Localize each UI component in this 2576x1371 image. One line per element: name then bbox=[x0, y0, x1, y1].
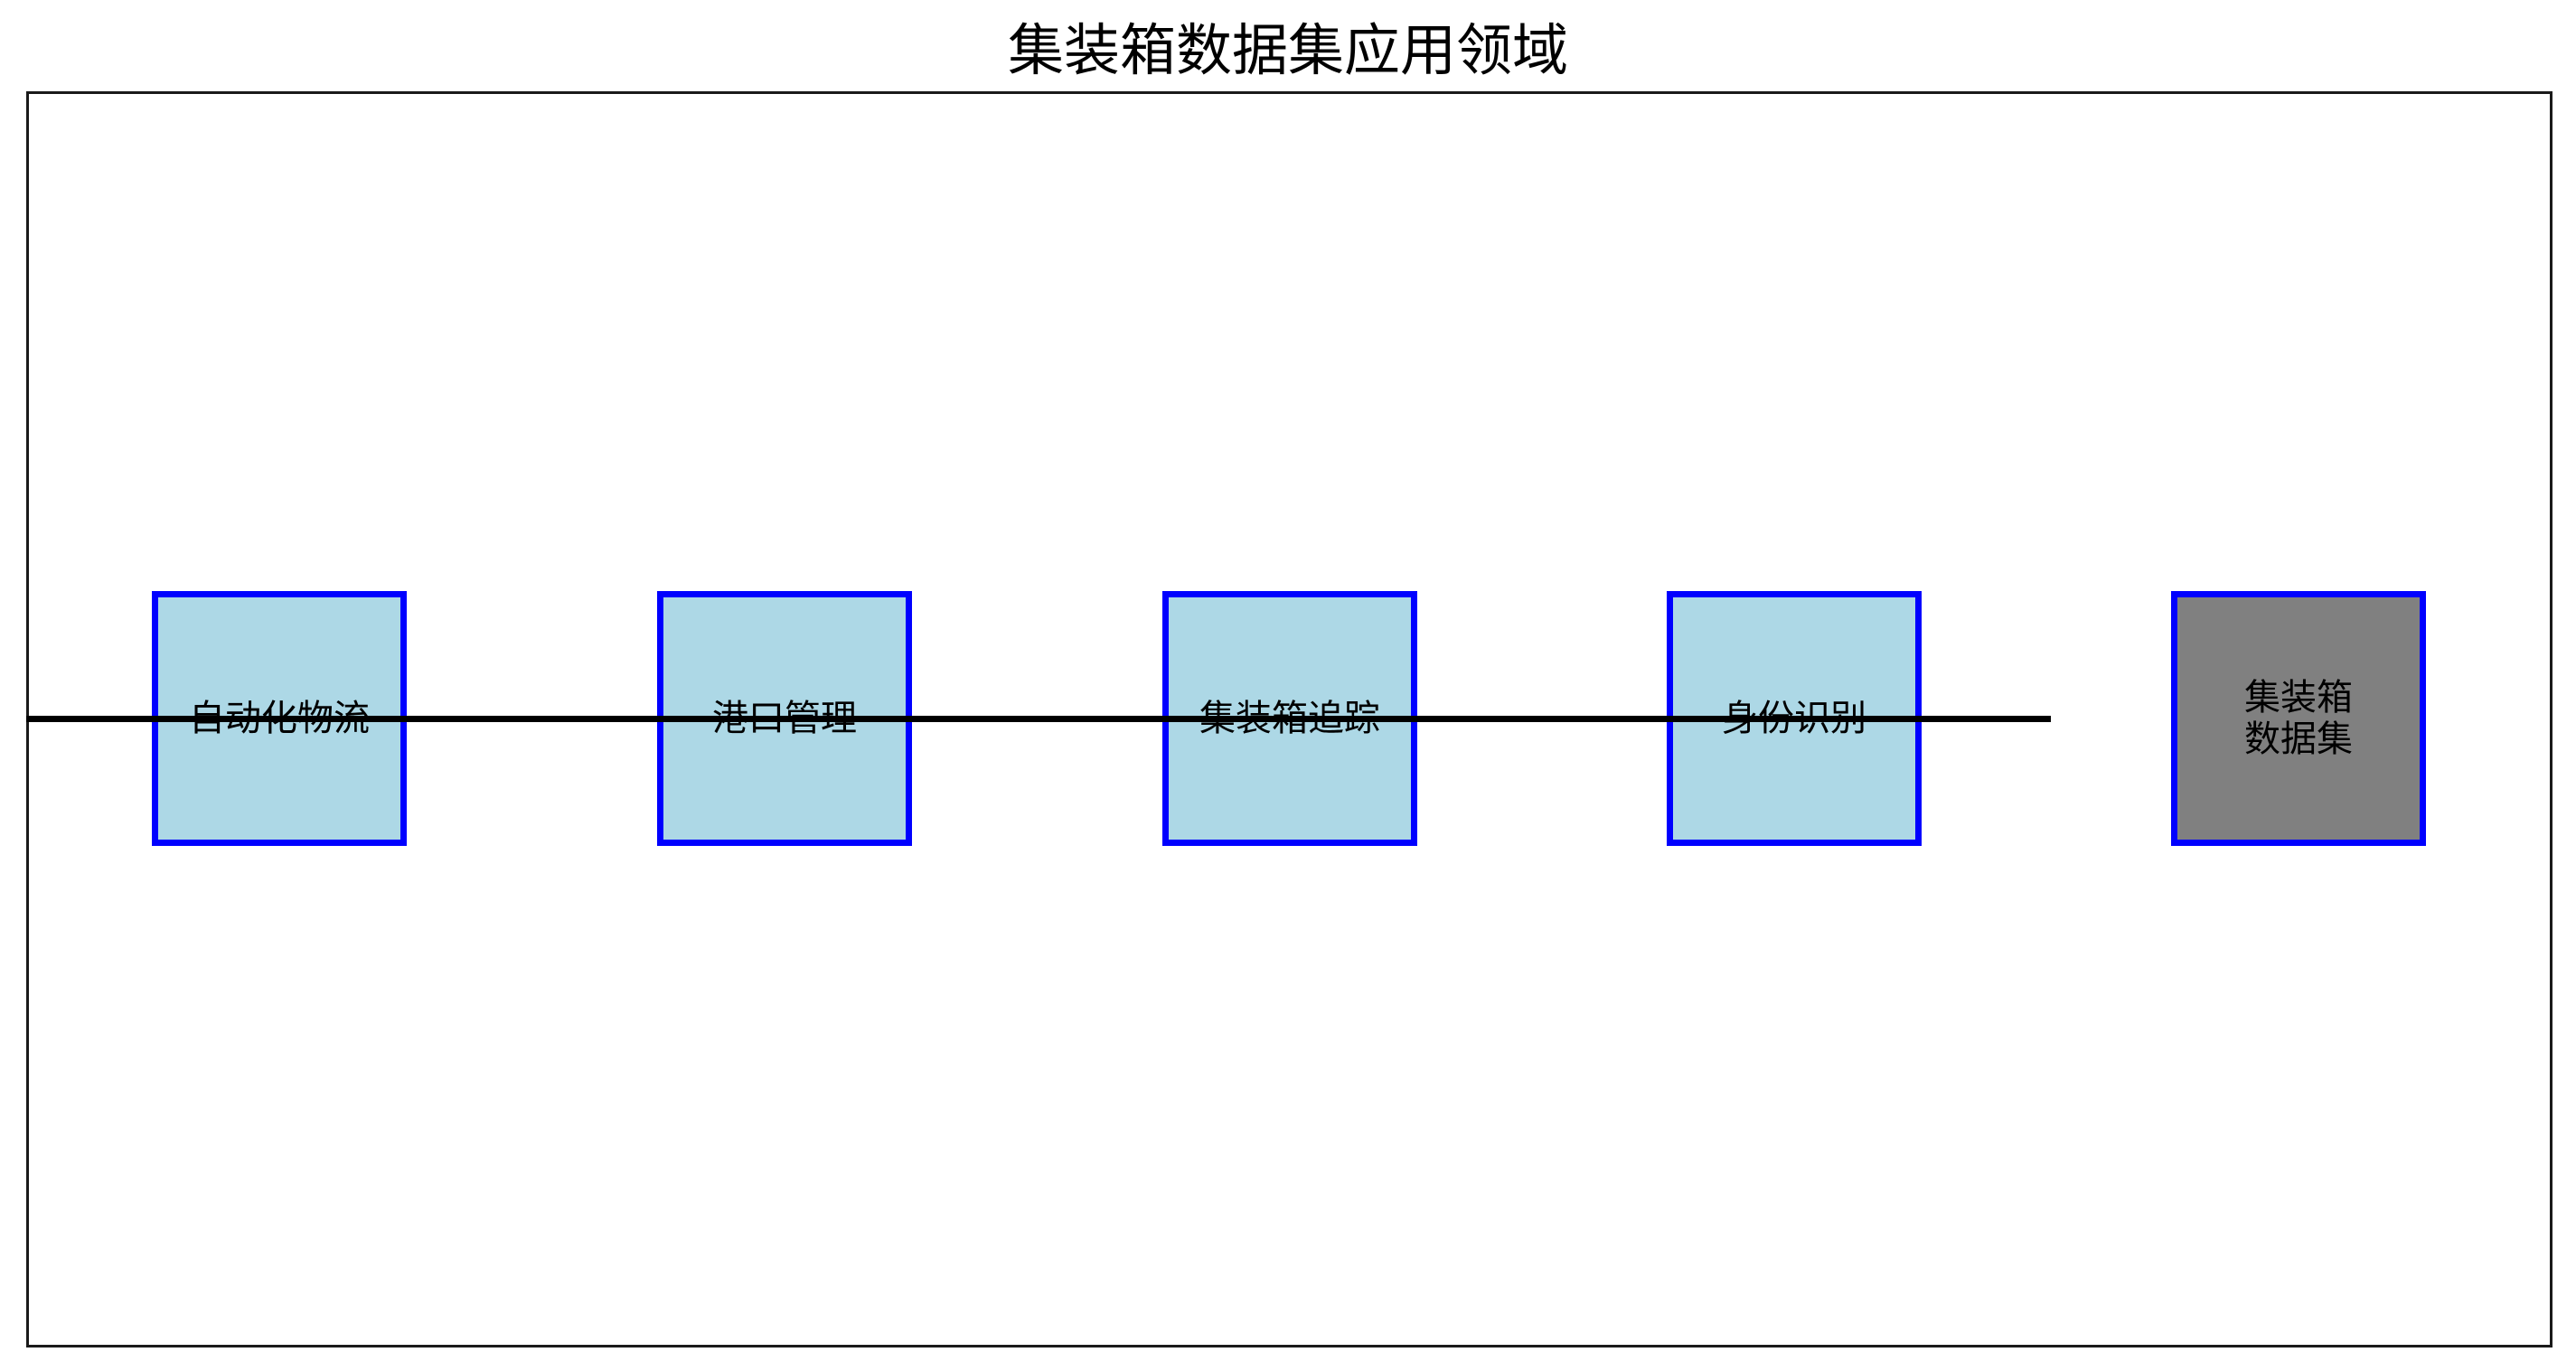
diagram-title: 集装箱数据集应用领域 bbox=[1007, 17, 1568, 83]
node-container-dataset: 集装箱 数据集 bbox=[2171, 591, 2426, 846]
node-label: 集装箱 数据集 bbox=[2244, 677, 2353, 760]
connector-line bbox=[26, 716, 2051, 722]
